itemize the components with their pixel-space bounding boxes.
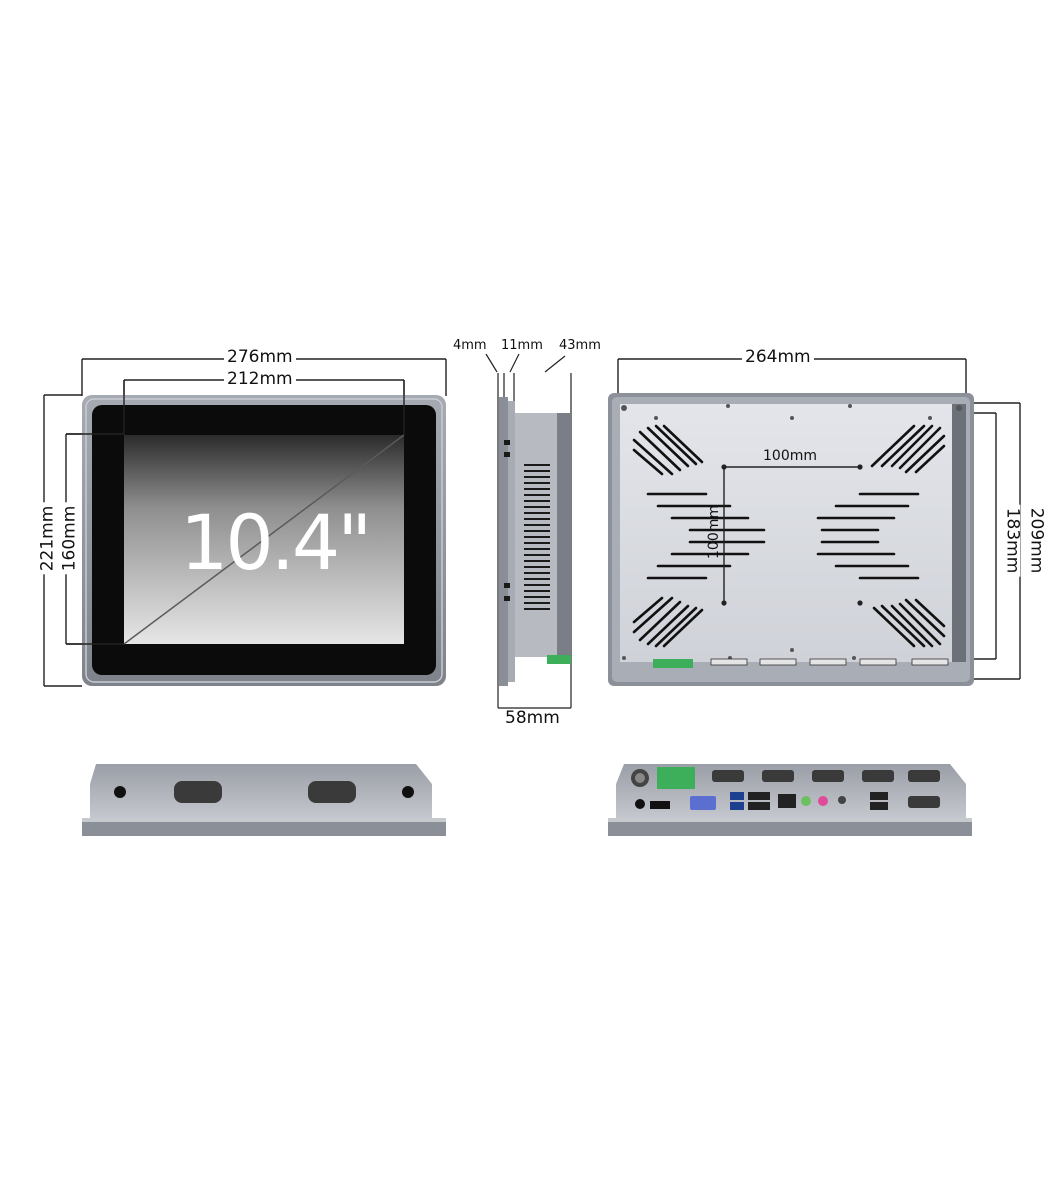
front-outer-width-label: 276mm xyxy=(224,349,296,366)
side-body-step-label: 11mm xyxy=(500,338,544,353)
front-active-height-label: 160mm xyxy=(59,502,79,575)
front-active-width-label: 212mm xyxy=(224,371,296,388)
side-rear-depth-label: 43mm xyxy=(558,338,602,353)
bottom-view-front xyxy=(82,764,446,836)
side-total-depth-label: 58mm xyxy=(502,710,563,727)
side-front-bezel-label: 4mm xyxy=(452,338,488,353)
front-outer-height-label: 221mm xyxy=(37,502,57,575)
bottom-view-io xyxy=(608,764,972,836)
vesa-vertical-label: 100mm xyxy=(706,505,722,559)
vesa-horizontal-label: 100mm xyxy=(763,448,817,464)
back-mount-width-label: 264mm xyxy=(742,349,814,366)
back-inner-height-label: 183mm xyxy=(1002,504,1022,577)
back-view xyxy=(608,358,1021,686)
screen-size-label: 10.4" xyxy=(180,498,372,587)
side-view xyxy=(485,353,572,709)
back-body-height-label: 209mm xyxy=(1026,504,1046,577)
